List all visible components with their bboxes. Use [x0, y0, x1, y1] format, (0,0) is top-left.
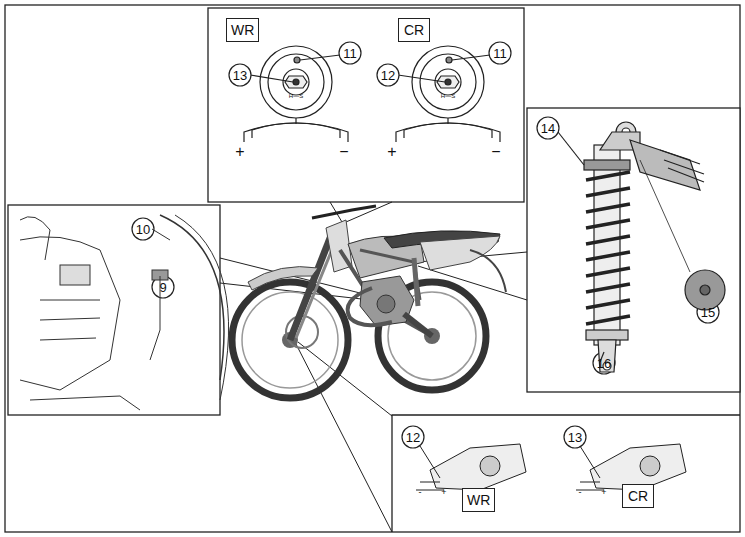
callout-number: H—S: [441, 93, 455, 99]
callout-number: −: [491, 144, 500, 160]
model-text: WR: [231, 22, 254, 38]
callout-number: +: [387, 144, 396, 160]
outer-frame: [5, 5, 740, 532]
callout-number: 11: [493, 47, 507, 60]
callout-number: +: [235, 144, 244, 160]
model-text: CR: [628, 488, 648, 504]
callout-number: 15: [701, 306, 715, 319]
callout-number: 11: [343, 47, 357, 60]
model-text: WR: [467, 492, 490, 508]
callout-number: 13: [233, 69, 247, 82]
model-tag: CR: [398, 18, 430, 42]
inset-frame: [527, 108, 740, 392]
engine-detail: [20, 215, 229, 410]
callout-circles: [132, 42, 719, 448]
adjuster-dials: [244, 46, 500, 142]
callout-number: −: [339, 144, 348, 160]
shock-absorber: [558, 122, 725, 372]
model-tag: WR: [462, 488, 495, 512]
pointer-lines: [220, 202, 527, 532]
callout-number: -: [579, 488, 582, 497]
callout-number: +: [441, 488, 446, 497]
callout-number: 13: [568, 431, 582, 444]
model-tag: WR: [226, 18, 259, 42]
inset-frame: [8, 205, 220, 415]
callout-number: 16: [597, 357, 611, 370]
callout-number: 14: [541, 122, 555, 135]
callout-number: 12: [381, 69, 395, 82]
callout-number: +: [601, 488, 606, 497]
callout-number: 9: [159, 281, 166, 294]
model-tag: CR: [622, 484, 654, 508]
callout-number: H—S: [289, 93, 303, 99]
callout-number: 12: [406, 431, 420, 444]
callout-number: -: [419, 488, 422, 497]
inset-frame: [208, 8, 524, 202]
callout-number: 10: [136, 223, 150, 236]
model-text: CR: [404, 22, 424, 38]
motorcycle: [232, 206, 506, 398]
inset-frame: [392, 415, 740, 532]
